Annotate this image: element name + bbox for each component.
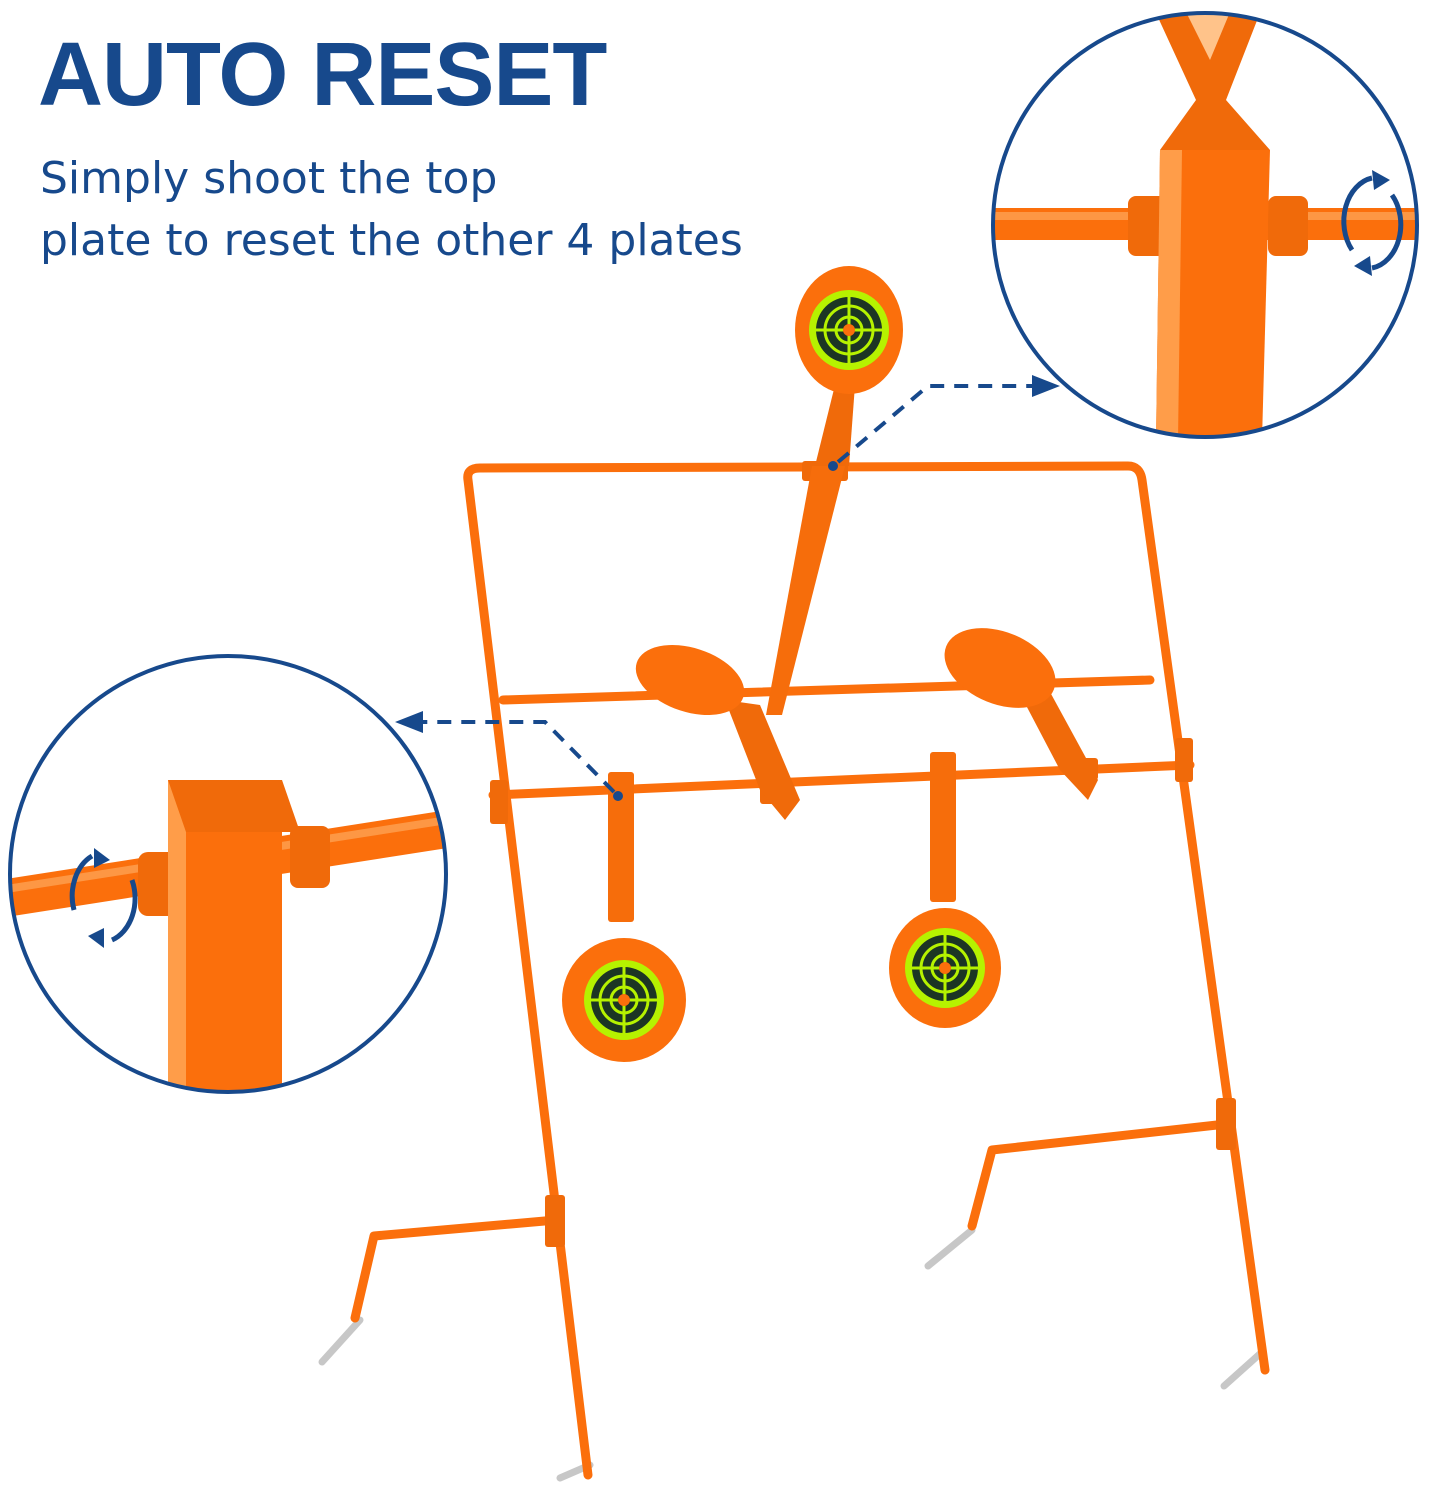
side-plate-left bbox=[635, 644, 800, 820]
zoom-detail-top bbox=[991, 11, 1419, 439]
ground-shadows bbox=[318, 1226, 1266, 1482]
top-reset-plate bbox=[766, 266, 903, 715]
callout-arrow-top bbox=[836, 384, 1036, 464]
rotate-arrows-icon bbox=[1341, 175, 1404, 271]
description-text: Simply shoot the top plate to reset the … bbox=[40, 148, 743, 272]
arrowhead-right-icon bbox=[1032, 375, 1060, 397]
headline: AUTO RESET bbox=[38, 25, 607, 125]
arrowhead-left-icon bbox=[395, 711, 423, 733]
frame-collars bbox=[490, 461, 1236, 1247]
description-line-1: Simply shoot the top bbox=[40, 153, 498, 204]
rotate-arrows-icon bbox=[69, 853, 138, 943]
hanging-target-right bbox=[889, 752, 1001, 1028]
side-plate-right bbox=[944, 628, 1098, 800]
zoom-detail-left bbox=[8, 654, 448, 1094]
hanging-target-left bbox=[562, 772, 686, 1062]
callout-arrow-left bbox=[420, 720, 616, 794]
pivot-marker-top bbox=[828, 461, 838, 471]
description-line-2: plate to reset the other 4 plates bbox=[40, 215, 743, 266]
target-stand-frame bbox=[350, 461, 1270, 1480]
pivot-marker-left bbox=[613, 791, 623, 801]
